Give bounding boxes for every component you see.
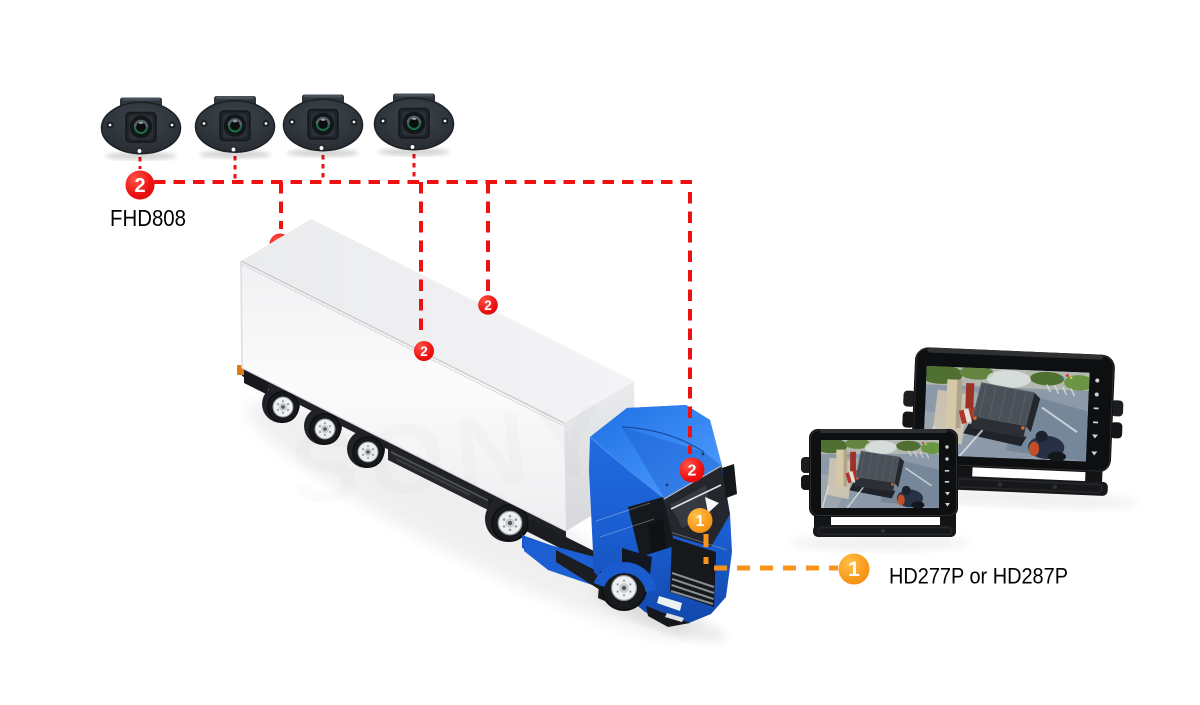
svg-text:1: 1 bbox=[848, 558, 860, 581]
svg-text:2: 2 bbox=[688, 463, 697, 480]
svg-text:2: 2 bbox=[420, 344, 428, 359]
svg-text:HD277P or HD287P: HD277P or HD287P bbox=[889, 564, 1068, 589]
svg-text:2: 2 bbox=[484, 298, 492, 313]
svg-text:FHD808: FHD808 bbox=[110, 205, 186, 231]
svg-text:2: 2 bbox=[134, 175, 145, 197]
svg-text:1: 1 bbox=[696, 513, 705, 530]
